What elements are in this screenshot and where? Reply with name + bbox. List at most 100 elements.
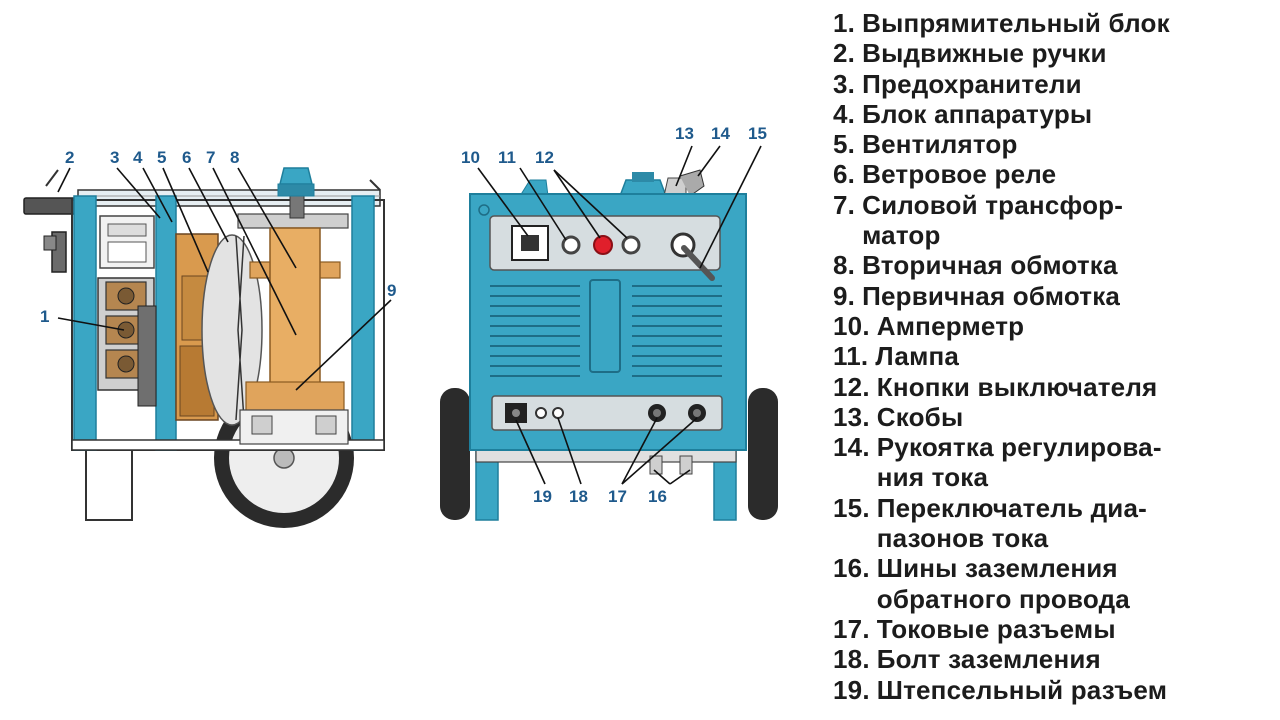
switch-button-red	[593, 235, 613, 255]
legend-text: Переключатель диа- пазонов тока	[876, 492, 1147, 554]
callout-8: 8	[230, 148, 239, 167]
callout-12: 12	[535, 148, 554, 167]
legend-item: 7.Силовой трансфор- матор	[833, 190, 1273, 251]
legend-text: Блок аппаратуры	[862, 98, 1093, 129]
ventilation-louvers	[490, 285, 722, 377]
legend-text: Силовой трансфор- матор	[862, 189, 1124, 251]
legend-item: 4.Блок аппаратуры	[833, 99, 1273, 129]
legend-text: Токовые разъемы	[876, 613, 1116, 644]
legend-text: Вентилятор	[862, 129, 1018, 160]
legend-item: 2.Выдвижные ручки	[833, 38, 1273, 68]
legend-text: Скобы	[876, 401, 964, 432]
legend-number: 1.	[833, 8, 856, 38]
callout-19: 19	[533, 487, 552, 506]
legend-item: 12.Кнопки выключателя	[833, 372, 1273, 402]
callout-6: 6	[182, 148, 191, 167]
current-handle	[679, 169, 705, 197]
legend-number: 5.	[833, 129, 856, 160]
switch-button	[621, 235, 641, 255]
callout-11: 11	[498, 148, 516, 167]
callout-3: 3	[110, 148, 119, 167]
callout-4: 4	[133, 148, 143, 167]
legend-item: 5.Вентилятор	[833, 129, 1273, 159]
legend-number: 8.	[833, 250, 856, 281]
legend-text: Выдвижные ручки	[862, 38, 1107, 69]
side-leg	[85, 447, 133, 521]
legend-text: Первичная обмотка	[862, 280, 1121, 311]
fan-disk	[201, 234, 263, 426]
legend-item: 19.Штепсельный разъем	[833, 675, 1273, 705]
callout-14: 14	[711, 124, 730, 143]
legend-text: Выпрямительный блок	[862, 8, 1170, 38]
rectifier-block	[97, 277, 157, 407]
legend-text: Рукоятка регулирова- ния тока	[876, 432, 1162, 493]
callout-7: 7	[206, 148, 215, 167]
legend-number: 11.	[833, 341, 869, 372]
legend-item: 3.Предохранители	[833, 69, 1273, 99]
wind-relay	[235, 235, 245, 421]
legend-text: Предохранители	[862, 68, 1082, 99]
callout-18: 18	[569, 487, 588, 506]
legend-number: 9.	[833, 280, 856, 311]
side-view	[23, 167, 385, 528]
ground-bolt-a	[535, 407, 547, 419]
ground-bolt	[552, 407, 564, 419]
primary-winding	[245, 381, 345, 415]
legend-number: 2.	[833, 38, 856, 69]
legend-item: 16.Шины заземления обратного провода	[833, 553, 1273, 614]
pull-out-handle	[23, 169, 381, 273]
ground-busbars	[649, 455, 693, 475]
legend-number: 3.	[833, 68, 856, 99]
legend-item: 13.Скобы	[833, 402, 1273, 432]
legend-number: 7.	[833, 189, 856, 220]
callout-1: 1	[40, 307, 49, 326]
callout-9: 9	[387, 281, 396, 300]
power-transformer	[237, 167, 349, 445]
legend-item: 18.Болт заземления	[833, 644, 1273, 674]
lower-panel	[491, 395, 723, 431]
callout-2: 2	[65, 148, 74, 167]
legend-item: 17.Токовые разъемы	[833, 614, 1273, 644]
apparatus-block	[99, 215, 155, 269]
legend-text: Ветровое реле	[862, 159, 1057, 190]
legend-item: 15.Переключатель диа- пазонов тока	[833, 493, 1273, 554]
front-view	[440, 169, 778, 521]
legend-number: 14.	[833, 432, 870, 463]
callout-13: 13	[675, 124, 694, 143]
legend-number: 13.	[833, 401, 870, 432]
front-wheel-left	[440, 388, 470, 520]
legend-item: 9.Первичная обмотка	[833, 281, 1273, 311]
legend-text: Кнопки выключателя	[876, 371, 1158, 402]
front-wheel-right	[748, 388, 778, 520]
legend-number: 17.	[833, 613, 870, 644]
lamp	[561, 235, 581, 255]
welding-rectifier-diagram: 1 2 3 4 5 6 7 8 9 10 11 12 13 14 15 16 1…	[23, 124, 778, 528]
callout-15: 15	[748, 124, 767, 143]
callout-17: 17	[608, 487, 627, 506]
legend-number: 4.	[833, 98, 856, 129]
side-top-rail	[77, 189, 381, 207]
top-fittings	[519, 169, 705, 197]
legend-text: Шины заземления обратного провода	[876, 553, 1130, 614]
legend-number: 12.	[833, 371, 870, 402]
legend-text: Вторичная обмотка	[862, 250, 1118, 281]
legend-number: 19.	[833, 674, 870, 705]
callout-numbers: 1 2 3 4 5 6 7 8 9 10 11 12 13 14 15 16 1…	[40, 124, 767, 506]
legend-number: 15.	[833, 492, 870, 523]
transformer-core	[269, 227, 321, 389]
legend-text: Лампа	[875, 341, 960, 372]
callout-16: 16	[648, 487, 667, 506]
legend-item: 1.Выпрямительный блок	[833, 8, 1273, 38]
legend-number: 10.	[833, 310, 870, 341]
legend-item: 6.Ветровое реле	[833, 159, 1273, 189]
legend-text: Штепсельный разъем	[876, 674, 1168, 705]
legend-text: Амперметр	[876, 310, 1025, 341]
legend-item: 11.Лампа	[833, 341, 1273, 371]
legend-text: Болт заземления	[876, 644, 1101, 675]
side-frame-post-right	[351, 195, 375, 451]
legend-number: 18.	[833, 644, 870, 675]
legend-item: 14.Рукоятка регулирова- ния тока	[833, 432, 1273, 493]
callout-10: 10	[461, 148, 480, 167]
legend-number: 6.	[833, 159, 856, 190]
